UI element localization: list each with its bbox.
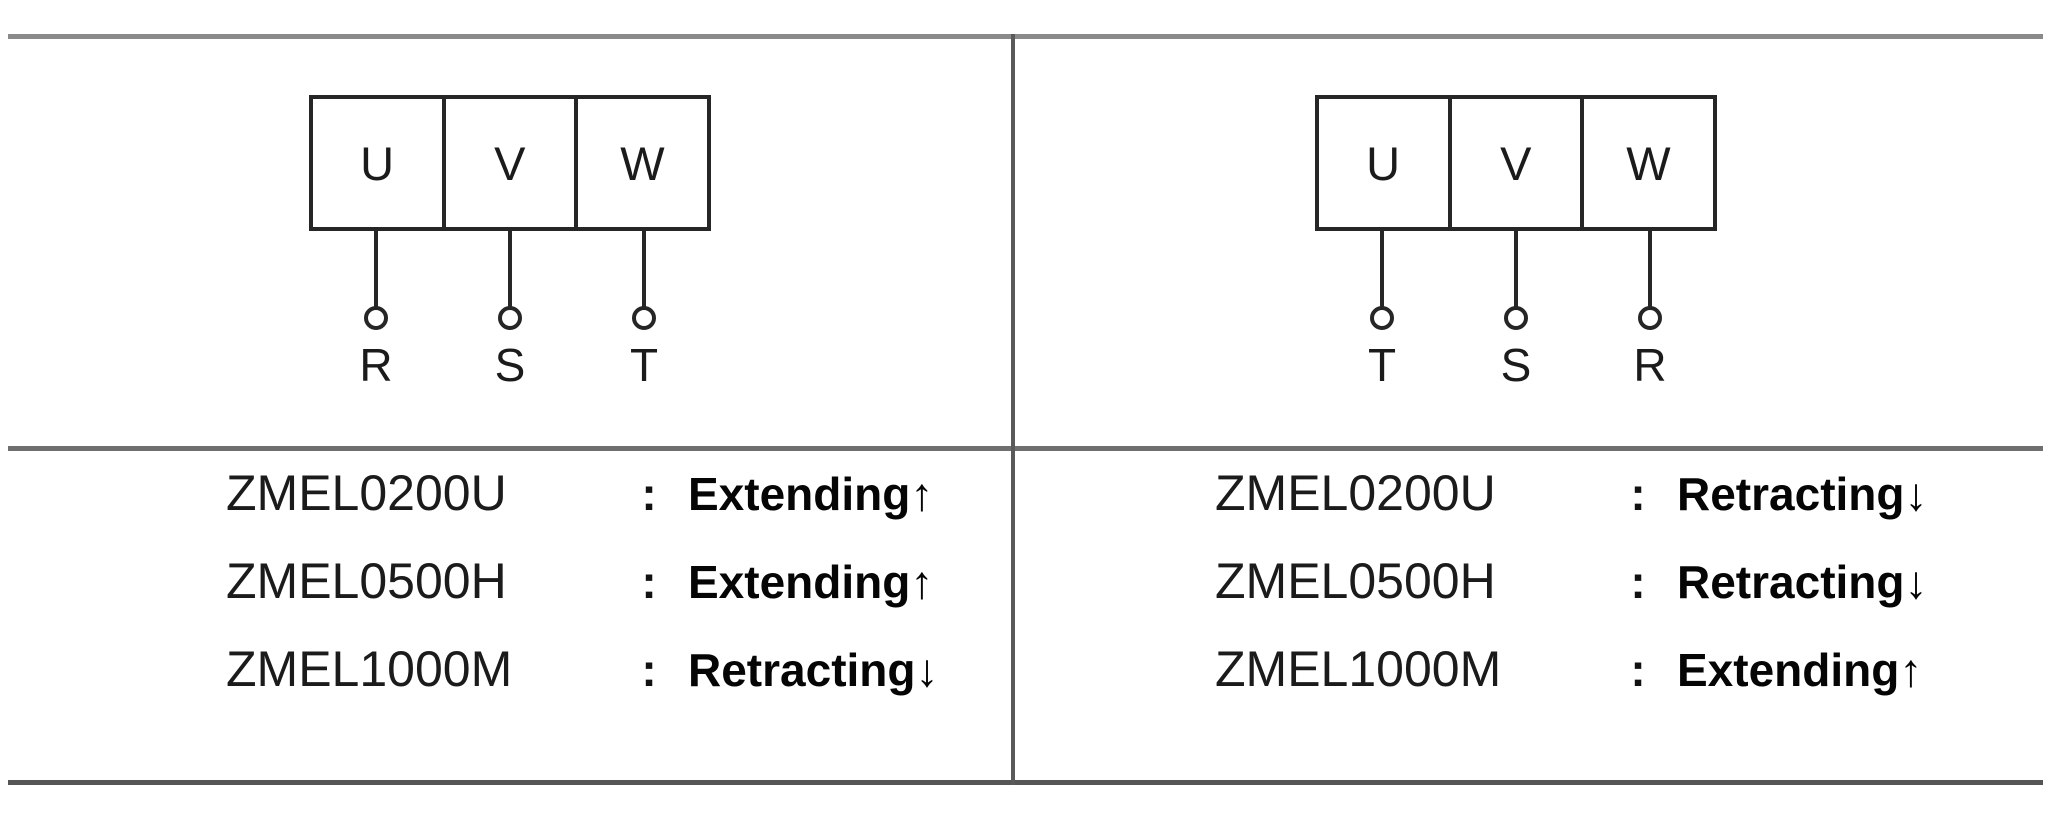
spec-action-label: Retracting↓ xyxy=(1677,468,1928,520)
terminal-cell-u: U xyxy=(313,99,446,227)
spec-separator: : xyxy=(1630,556,1646,608)
supply-terminal-node-2 xyxy=(498,306,522,330)
spec-model-name: ZMEL0500H xyxy=(1215,553,1496,609)
spec-row: ZMEL0500H : Retracting↓ xyxy=(1215,552,1927,620)
lead-wire-v xyxy=(1514,231,1518,308)
spec-separator: : xyxy=(1630,644,1646,696)
spec-row: ZMEL0200U : Extending↑ xyxy=(226,464,938,532)
spec-list-left: ZMEL0200U : Extending↑ ZMEL0500H : Exten… xyxy=(226,464,938,708)
spec-separator: : xyxy=(641,644,657,696)
terminal-cell-w: W xyxy=(1626,136,1672,190)
table-bottom-border xyxy=(8,780,2043,785)
spec-model-name: ZMEL0200U xyxy=(226,465,507,521)
spec-model-name: ZMEL1000M xyxy=(1215,641,1502,697)
motor-terminal-box-right: U V W xyxy=(1315,95,1717,231)
spec-action-label: Retracting↓ xyxy=(1677,556,1928,608)
terminal-cell-v: V xyxy=(446,99,579,227)
terminal-cell-w: W xyxy=(620,136,666,190)
spec-row: ZMEL1000M : Retracting↓ xyxy=(226,640,938,708)
supply-terminal-node-1 xyxy=(364,306,388,330)
spec-action-label: Retracting↓ xyxy=(688,644,939,696)
spec-model-name: ZMEL0500H xyxy=(226,553,507,609)
spec-row: ZMEL1000M : Extending↑ xyxy=(1215,640,1927,708)
motor-terminal-box-left: U V W xyxy=(309,95,711,231)
spec-model-name: ZMEL0200U xyxy=(1215,465,1496,521)
lead-wire-w xyxy=(642,231,646,308)
spec-action-label: Extending↑ xyxy=(688,468,934,520)
table-middle-border xyxy=(8,446,2043,451)
supply-terminal-label-1: R xyxy=(359,339,393,391)
terminal-cell-v: V xyxy=(1452,99,1585,227)
supply-terminal-label-3: T xyxy=(629,339,659,391)
table-column-divider xyxy=(1011,34,1015,785)
supply-terminal-label-1: T xyxy=(1367,339,1397,391)
panel-left: U V W R S T ZMEL0200U : Extending↑ ZMEL0… xyxy=(8,39,1011,780)
panel-right: U V W T S R ZMEL0200U : Retracting↓ ZMEL… xyxy=(1015,39,2043,780)
spec-action-label: Extending↑ xyxy=(688,556,934,608)
spec-separator: : xyxy=(641,556,657,608)
spec-row: ZMEL0200U : Retracting↓ xyxy=(1215,464,1927,532)
spec-list-right: ZMEL0200U : Retracting↓ ZMEL0500H : Retr… xyxy=(1215,464,1927,708)
spec-separator: : xyxy=(1630,468,1646,520)
supply-terminal-node-1 xyxy=(1370,306,1394,330)
spec-action-label: Extending↑ xyxy=(1677,644,1923,696)
lead-wire-u xyxy=(1380,231,1384,308)
supply-terminal-label-2: S xyxy=(494,339,526,391)
supply-terminal-node-2 xyxy=(1504,306,1528,330)
supply-terminal-node-3 xyxy=(632,306,656,330)
spec-separator: : xyxy=(641,468,657,520)
lead-wire-u xyxy=(374,231,378,308)
spec-row: ZMEL0500H : Extending↑ xyxy=(226,552,938,620)
table-top-border xyxy=(8,34,2043,39)
supply-terminal-label-2: S xyxy=(1500,339,1532,391)
supply-terminal-label-3: R xyxy=(1633,339,1667,391)
lead-wire-w xyxy=(1648,231,1652,308)
terminal-cell-u: U xyxy=(1319,99,1452,227)
lead-wire-v xyxy=(508,231,512,308)
supply-terminal-node-3 xyxy=(1638,306,1662,330)
spec-model-name: ZMEL1000M xyxy=(226,641,513,697)
